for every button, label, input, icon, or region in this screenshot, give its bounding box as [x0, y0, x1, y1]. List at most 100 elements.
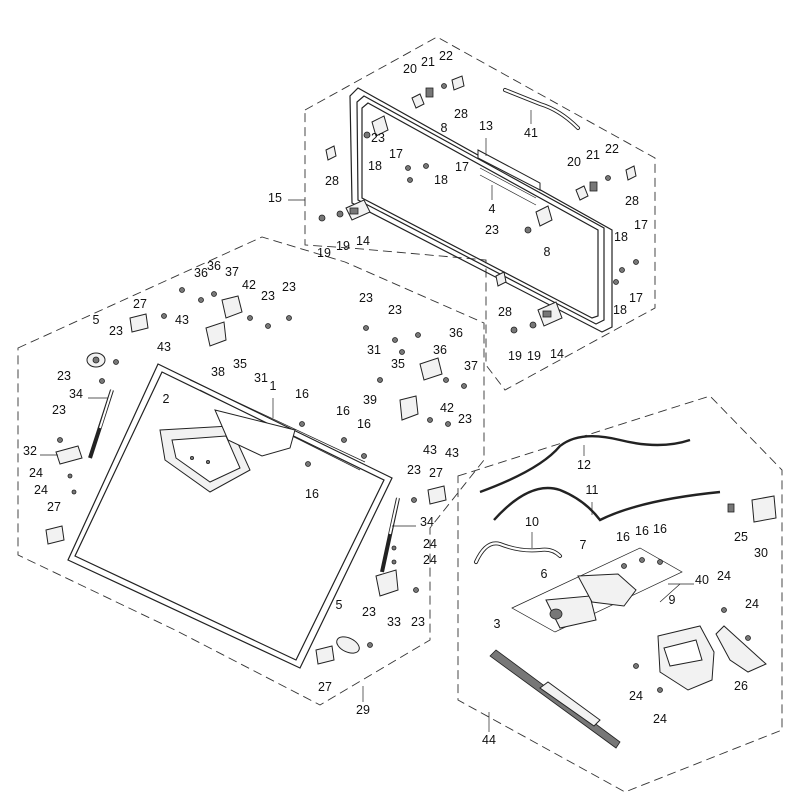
callout-35: 35 [233, 357, 247, 371]
callout-29: 29 [356, 703, 370, 717]
bracket-20-right [575, 185, 589, 201]
callout-28: 28 [325, 174, 339, 188]
callout-37: 37 [464, 359, 478, 373]
washer-hose-11 [493, 486, 721, 522]
callout-7: 7 [580, 538, 587, 552]
callout-24: 24 [745, 597, 759, 611]
hinge-bracket-lower [537, 301, 563, 327]
callout-20: 20 [403, 62, 417, 76]
callout-31: 31 [367, 343, 381, 357]
callout-42: 42 [242, 278, 256, 292]
callout-27: 27 [47, 500, 61, 514]
callout-23: 23 [362, 605, 376, 619]
callout-23: 23 [57, 369, 71, 383]
callout-16: 16 [357, 417, 371, 431]
callout-37: 37 [225, 265, 239, 279]
callout-27: 27 [318, 680, 332, 694]
pad-27-c [427, 485, 447, 505]
callout-14: 14 [356, 234, 370, 248]
callout-43: 43 [445, 446, 459, 460]
callout-8: 8 [544, 245, 551, 259]
clip-21-right [589, 181, 598, 192]
callout-28: 28 [454, 107, 468, 121]
fasteners-lower [621, 557, 751, 693]
callout-13: 13 [479, 119, 493, 133]
callout-36: 36 [194, 266, 208, 280]
wiper-bracket-7 [577, 573, 637, 607]
clip-25 [727, 503, 735, 513]
callout-34: 34 [420, 515, 434, 529]
bracket-8-right [535, 205, 553, 227]
wiper-motor-6 [545, 595, 597, 629]
callout-28: 28 [625, 194, 639, 208]
callout-12: 12 [577, 458, 591, 472]
callout-43: 43 [175, 313, 189, 327]
callout-19: 19 [508, 349, 522, 363]
washer-hose-10 [474, 541, 562, 564]
callout-9: 9 [669, 593, 676, 607]
pad-28-lower [495, 271, 507, 287]
wiper-arm-3 [489, 649, 621, 749]
callout-36: 36 [449, 326, 463, 340]
callout-16: 16 [305, 487, 319, 501]
fasteners-mid [57, 287, 467, 648]
callout-23: 23 [485, 223, 499, 237]
callout-18: 18 [613, 303, 627, 317]
hinge-38-left [205, 321, 227, 347]
callout-17: 17 [389, 147, 403, 161]
callout-27: 27 [133, 297, 147, 311]
callout-23: 23 [407, 463, 421, 477]
callout-21: 21 [586, 148, 600, 162]
callout-23: 23 [359, 291, 373, 305]
callout-16: 16 [616, 530, 630, 544]
washer-nozzle-30 [751, 495, 777, 523]
panel-bracket-1 [214, 409, 296, 457]
callout-44: 44 [482, 733, 496, 747]
hinge-37-left [221, 295, 243, 319]
callout-5: 5 [336, 598, 343, 612]
callout-31: 31 [254, 371, 268, 385]
callout-25: 25 [734, 530, 748, 544]
callout-3: 3 [494, 617, 501, 631]
callout-27: 27 [429, 466, 443, 480]
callout-24: 24 [423, 537, 437, 551]
callout-10: 10 [525, 515, 539, 529]
callout-41: 41 [524, 126, 538, 140]
bracket-32 [55, 445, 83, 465]
hinge-37-right [419, 357, 443, 381]
callout-19: 19 [527, 349, 541, 363]
callout-17: 17 [629, 291, 643, 305]
callout-21: 21 [421, 55, 435, 69]
wiper-motor-group-frame [511, 547, 683, 633]
callout-24: 24 [34, 483, 48, 497]
callout-24: 24 [717, 569, 731, 583]
glass-frame-part [349, 87, 613, 333]
callout-11: 11 [586, 483, 599, 497]
callout-38: 38 [211, 365, 225, 379]
gas-strut-left [88, 389, 114, 459]
callout-16: 16 [295, 387, 309, 401]
callout-24: 24 [423, 553, 437, 567]
callout-22: 22 [439, 49, 453, 63]
callout-26: 26 [734, 679, 748, 693]
bracket-8-left [371, 115, 389, 137]
callout-33: 33 [387, 615, 401, 629]
callout-23: 23 [52, 403, 66, 417]
callout-6: 6 [541, 567, 548, 581]
callout-4: 4 [489, 202, 496, 216]
callout-20: 20 [567, 155, 581, 169]
tailgate-glass-group-boundary [304, 36, 656, 391]
clip-21-upper [425, 87, 434, 98]
callout-24: 24 [653, 712, 667, 726]
pad-28-right [625, 165, 637, 181]
callout-43: 43 [157, 340, 171, 354]
callout-23: 23 [282, 280, 296, 294]
callout-23: 23 [109, 324, 123, 338]
pad-27-a [129, 313, 149, 333]
leader-lines [40, 110, 694, 732]
callout-2: 2 [163, 392, 170, 406]
callout-22: 22 [605, 142, 619, 156]
callout-32: 32 [23, 444, 37, 458]
